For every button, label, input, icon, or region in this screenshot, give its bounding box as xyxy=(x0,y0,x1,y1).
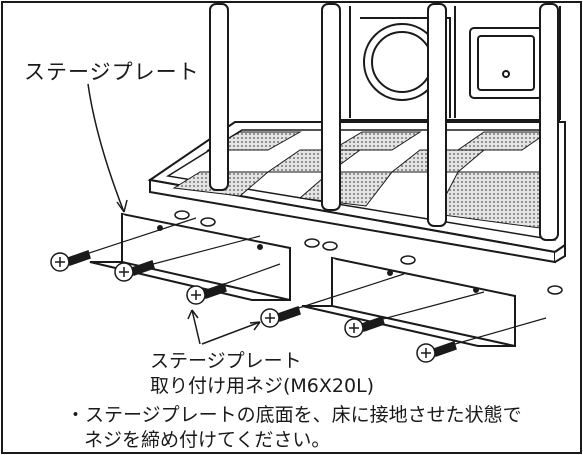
screw-2 xyxy=(114,260,155,282)
leader-lines xyxy=(87,83,261,345)
stage-plate-left xyxy=(89,212,291,301)
cabinet xyxy=(329,6,561,121)
leader-stage-plate xyxy=(87,83,125,213)
instruction-note-line1: ・ステージプレートの底面を、床に接地させた状態で xyxy=(66,404,522,426)
stage-plate-label: ステージプレート xyxy=(24,60,200,84)
leader-screw-2 xyxy=(201,321,261,345)
leader-screw-1 xyxy=(191,309,201,345)
instruction-note-line2: ネジを締め付けてください。 xyxy=(84,429,331,451)
floor-panels xyxy=(172,131,550,229)
screw-4 xyxy=(260,306,301,328)
screw-5 xyxy=(344,316,385,338)
poles xyxy=(209,3,559,241)
screw-6 xyxy=(416,341,457,363)
screw-label-line1: ステージプレート xyxy=(150,350,302,372)
screw-1 xyxy=(50,250,91,272)
screw-3 xyxy=(186,283,227,305)
screws xyxy=(50,250,457,363)
leveling-feet xyxy=(174,210,563,295)
screw-label-line2: 取り付け用ネジ(M6X20L) xyxy=(150,375,375,397)
stage-plate-right xyxy=(301,256,516,347)
